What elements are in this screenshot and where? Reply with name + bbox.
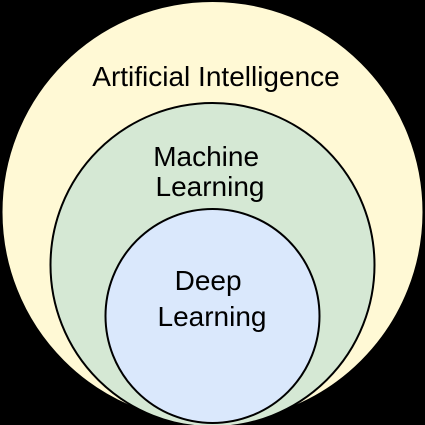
dl-label-line-1: Deep: [175, 265, 242, 296]
dl-label-line-2: Learning: [158, 301, 267, 332]
ai-label: Artificial Intelligence: [92, 61, 339, 92]
ml-label: Machine Learning: [153, 141, 267, 202]
ai-label-line-1: Artificial Intelligence: [92, 61, 339, 92]
dl-circle: [104, 208, 321, 424]
ml-label-line-2: Learning: [156, 171, 265, 202]
dl-label: Deep Learning: [158, 265, 267, 332]
ml-label-line-1: Machine: [153, 141, 259, 172]
